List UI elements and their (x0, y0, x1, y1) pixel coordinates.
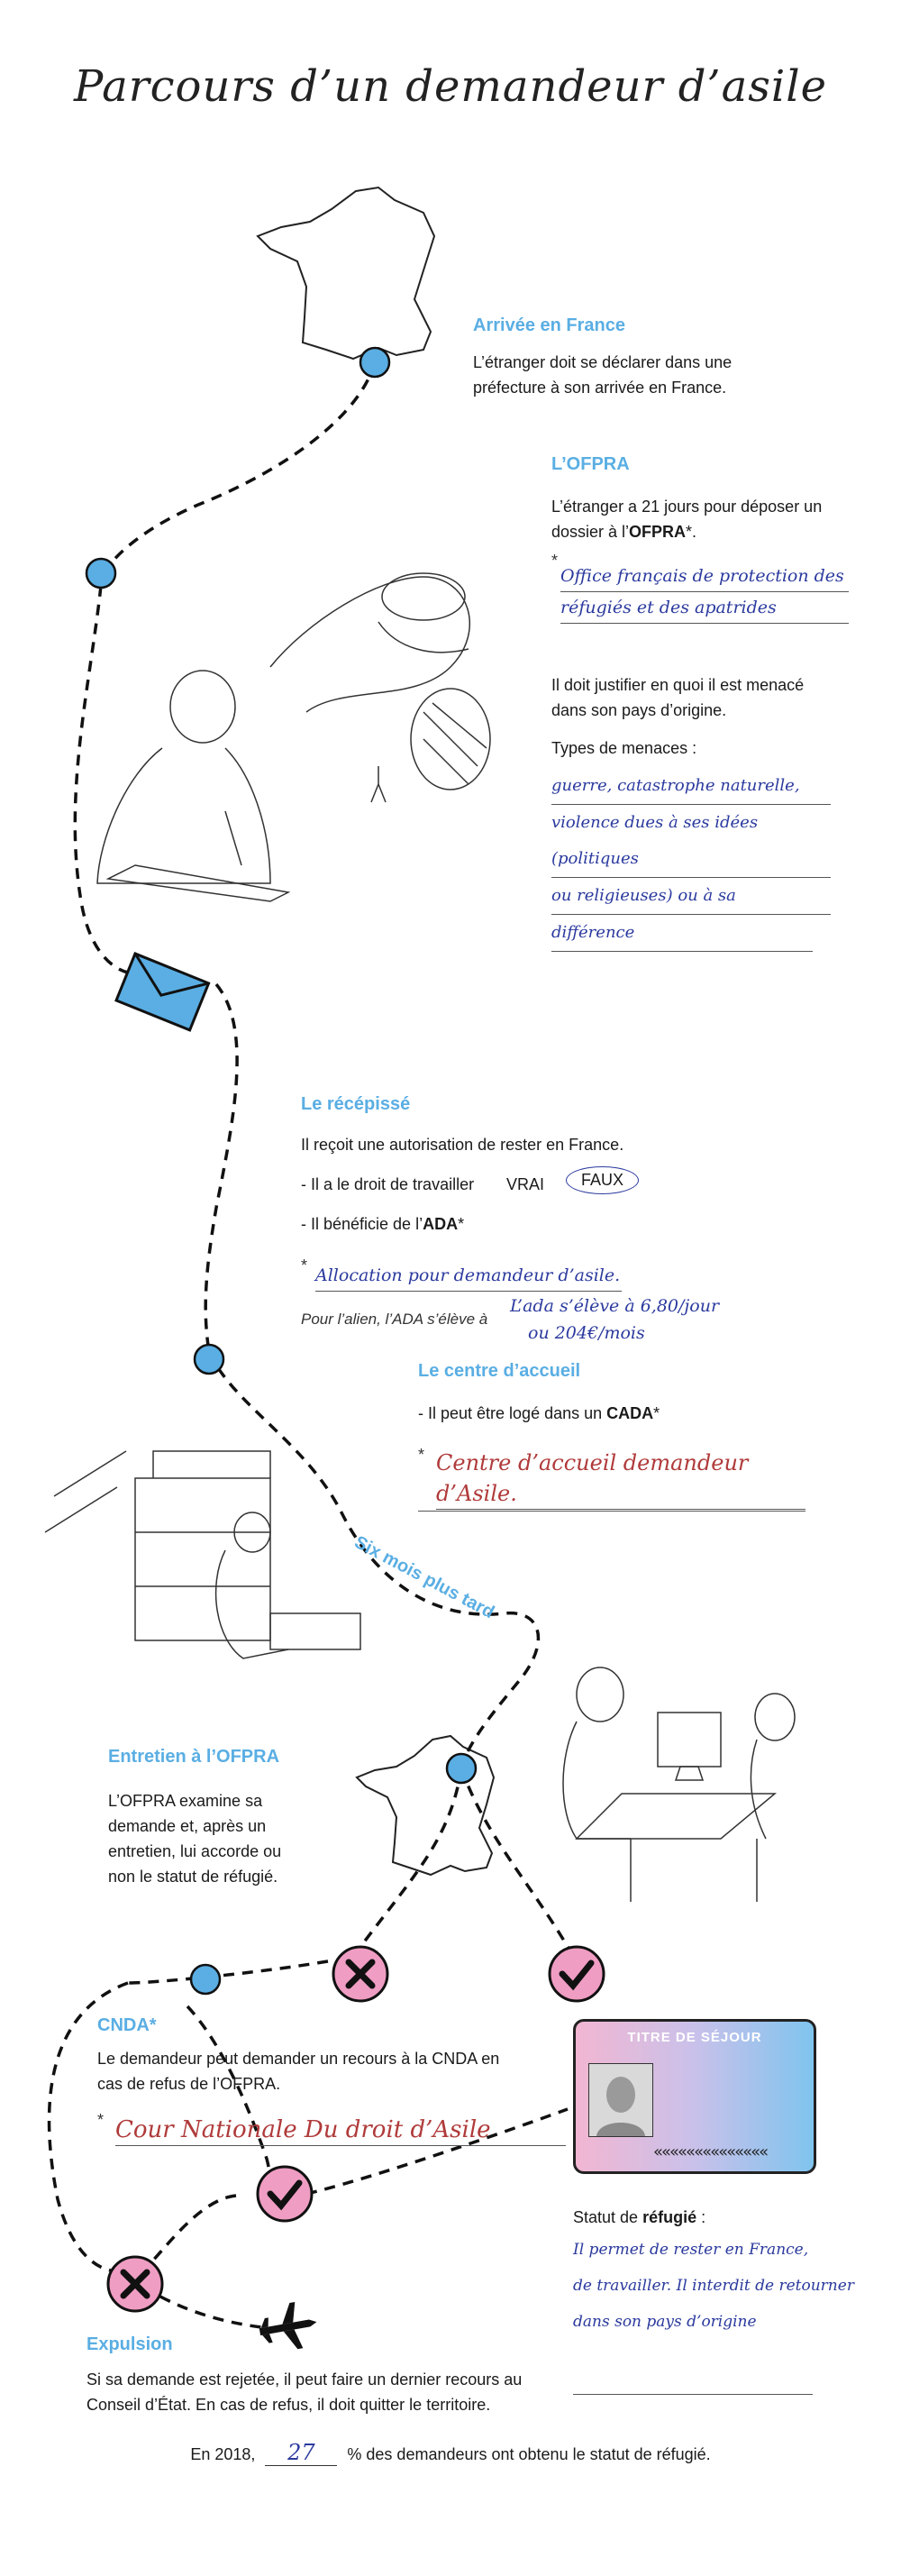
alien-hand-line-2: ou 204€/mois (528, 1323, 645, 1343)
vrai-option: VRAI (506, 1175, 545, 1193)
ofpra-menaces-label: Types de menaces : (551, 739, 697, 757)
ofpra-hand-line-2: réfugiés et des apatrides (560, 592, 849, 624)
cross-icon (106, 2255, 164, 2313)
stop-entretien (445, 1752, 478, 1785)
stop-arrivee (359, 346, 391, 379)
footer-before: En 2018, (190, 2445, 256, 2463)
statut-hand-line-1: Il permet de rester en France, (573, 2241, 809, 2259)
footer-after: % des demandeurs ont obtenu le statut de… (347, 2445, 711, 2463)
alien-hand: L’ada s’élève à 6,80/jour ou 204€/mois (510, 1293, 825, 1347)
ada-hand: Allocation pour demandeur d’asile. (315, 1260, 622, 1292)
menace-line-4: différence (551, 915, 813, 952)
expulsion-text: Si sa demande est rejetée, il peut faire… (86, 2370, 523, 2414)
faux-option-circled: FAUX (566, 1166, 640, 1194)
statut-hand-line-2: de travailler. Il interdit de retourner (573, 2277, 854, 2295)
card-chevrons: «««««««««««««« (653, 2142, 769, 2161)
arrivee-heading: Arrivée en France (473, 315, 625, 335)
menace-line-3: ou religieuses) ou à sa (551, 878, 831, 915)
ofpra-hand: Office français de protection des réfugi… (560, 561, 849, 624)
ofpra-heading: L’OFPRA (551, 454, 630, 474)
recepisse-line2: - Il a le droit de travailler (301, 1175, 475, 1193)
cada-blank-line (418, 1511, 805, 1512)
card-title: TITRE DE SÉJOUR (627, 2030, 762, 2045)
entretien-text: L’OFPRA examine sa demande et, après un … (108, 1792, 282, 1886)
recepisse-line1: Il reçoit une autorisation de rester en … (301, 1136, 624, 1154)
ofpra-justify: Il doit justifier en quoi il est menacé … (551, 676, 805, 719)
alien-hand-line-1: L’ada s’élève à 6,80/jour (510, 1296, 720, 1316)
ofpra-text: L’étranger a 21 jours pour déposer un do… (551, 498, 823, 541)
check-icon (256, 2165, 314, 2223)
france-map-icon (355, 1734, 496, 1877)
statut-blank-line (573, 2394, 813, 2395)
recepisse-line3: - Il bénéficie de l’ADA* (301, 1215, 465, 1233)
menace-line-2: violence dues à ses idées (politiques (551, 805, 831, 878)
france-map-icon (256, 186, 436, 361)
ofpra-hand-line-1: Office français de protection des (560, 561, 849, 592)
expulsion-heading: Expulsion (86, 2334, 173, 2354)
stop-ofpra (85, 557, 117, 589)
stop-recepisse (193, 1343, 225, 1375)
alien-text: Pour l’alien, l’ADA s’élève à (301, 1311, 488, 1328)
titre-de-sejour-card: TITRE DE SÉJOUR «««««««««««««« (573, 2019, 816, 2174)
cada-hand: Centre d’accueil demandeur d’Asile. (436, 1448, 805, 1510)
arrivee-text: L’étranger doit se déclarer dans une pré… (473, 353, 733, 397)
statut-hand-line-3: dans son pays d’origine (573, 2313, 757, 2331)
airplane-icon (259, 2301, 317, 2350)
statut-hand: Il permet de rester en France, de travai… (573, 2232, 861, 2340)
accueil-heading: Le centre d’accueil (418, 1361, 581, 1381)
cnda-heading: CNDA* (97, 2015, 157, 2035)
cnda-asterisk: * (97, 2111, 105, 2129)
cnda-text: Le demandeur peut demander un recours à … (97, 2050, 500, 2093)
menace-line-1: guerre, catastrophe naturelle, (551, 768, 831, 805)
ofpra-menaces-hand: guerre, catastrophe naturelle, violence … (551, 768, 849, 952)
stop-cnda (189, 1963, 222, 1996)
page-title: Parcours d’un demandeur d’asile (73, 61, 828, 112)
cnda-hand: Cour Nationale Du droit d’Asile (115, 2115, 566, 2146)
ofpra-asterisk: * (551, 552, 559, 570)
accueil-line: - Il peut être logé dans un CADA* (418, 1404, 660, 1422)
person-writing-illustration (96, 572, 491, 902)
statut-label: Statut de réfugié : (573, 2208, 706, 2226)
cross-icon (332, 1945, 389, 2003)
check-icon (548, 1945, 605, 2003)
recepisse-heading: Le récépissé (301, 1094, 411, 1114)
cada-asterisk: * (418, 1446, 425, 1464)
entretien-heading: Entretien à l’OFPRA (108, 1747, 280, 1767)
ada-asterisk: * (301, 1256, 308, 1274)
card-photo-avatar (588, 2063, 653, 2137)
footer-statistic: En 2018, 27 % des demandeurs ont obtenu … (0, 2440, 901, 2466)
footer-value: 27 (265, 2440, 338, 2466)
envelope-icon (114, 952, 211, 1032)
interview-illustration (562, 1667, 796, 1902)
bunk-bed-illustration (44, 1450, 361, 1659)
